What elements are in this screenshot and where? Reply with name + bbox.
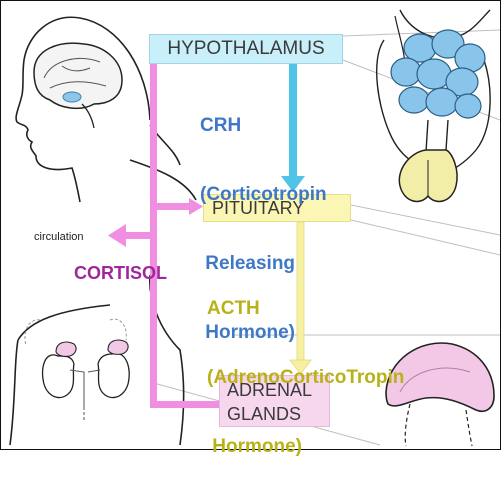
- crh-label-line: (Corticotropin: [200, 183, 327, 206]
- hypothalamus-label: HYPOTHALAMUS: [167, 38, 324, 59]
- cortisol-label: CORTISOL: [74, 263, 167, 284]
- acth-label-line: (AdrenoCorticoTropin: [207, 366, 404, 389]
- hypothalamus-pituitary-illustration-icon: [377, 10, 490, 201]
- acth-label-line: Hormone): [207, 435, 404, 458]
- crh-label-line: CRH: [200, 114, 327, 137]
- kidneys-adrenal-icon: [25, 319, 129, 420]
- hpa-axis-diagram: HYPOTHALAMUS PITUITARY ADRENAL GLANDS CR…: [0, 0, 503, 452]
- acth-label: ACTH (AdrenoCorticoTropin Hormone): [207, 251, 404, 504]
- circulation-label: circulation: [34, 231, 84, 243]
- brain-icon: [34, 43, 122, 128]
- acth-label-line: ACTH: [207, 297, 404, 320]
- hypothalamus-box: HYPOTHALAMUS: [149, 34, 343, 64]
